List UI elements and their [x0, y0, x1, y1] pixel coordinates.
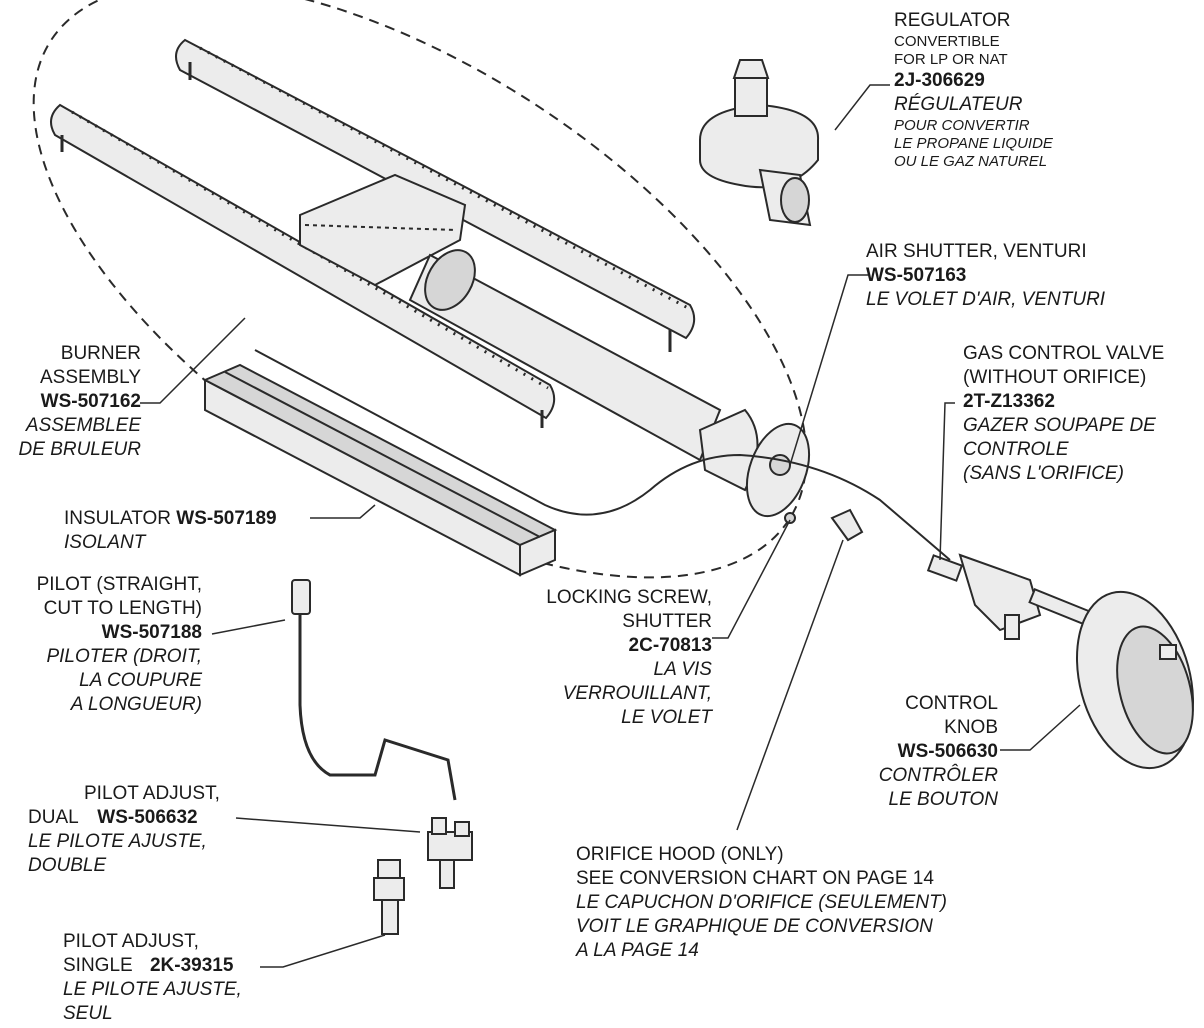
burner-part-number: WS-507162 [40, 391, 141, 412]
pilot-dual-french-2: DOUBLE [28, 855, 107, 876]
gas-valve-callout: GAS CONTROL VALVE (WITHOUT ORIFICE) 2T-Z… [963, 342, 1164, 486]
pilot-adjust-dual [427, 817, 473, 889]
pilot-single-french-2: SEUL [63, 1003, 113, 1024]
burner-french-2: DE BRULEUR [18, 439, 141, 460]
orifice-hood-note: SEE CONVERSION CHART ON PAGE 14 [576, 868, 934, 889]
control-knob-french-2: LE BOUTON [888, 789, 998, 810]
pilot-single-part-number: 2K-39315 [149, 955, 234, 976]
pilot-single-french-1: LE PILOTE AJUSTE, [63, 979, 242, 1000]
regulator-title: REGULATOR [894, 10, 1011, 31]
insulator-title: INSULATOR [64, 508, 171, 529]
control-knob-callout: CONTROL KNOB WS-506630 CONTRÔLER LE BOUT… [879, 692, 998, 812]
gas-valve-french-2: CONTROLE [963, 439, 1069, 460]
pilot-dual-line: DUAL WS-506632 [28, 806, 220, 830]
regulator-desc-1: CONVERTIBLE [894, 33, 1000, 50]
burner-front-tube [50, 103, 556, 428]
pilot-dual-title: PILOT ADJUST, [84, 783, 220, 804]
insulator-callout: INSULATOR WS-507189 ISOLANT [64, 507, 277, 555]
pilot-callout: PILOT (STRAIGHT, CUT TO LENGTH) WS-50718… [37, 573, 202, 717]
control-knob-french-1: CONTRÔLER [878, 765, 998, 786]
orifice-hood [830, 508, 864, 542]
burner-cross-bracket [299, 173, 467, 287]
control-knob-title-2: KNOB [944, 717, 998, 738]
control-knob-part-number: WS-506630 [897, 741, 998, 762]
pilot-single-callout: PILOT ADJUST, SINGLE 2K-39315 LE PILOTE … [63, 930, 242, 1026]
regulator-part-number: 2J-306629 [894, 70, 985, 91]
regulator-french-2: LE PROPANE LIQUIDE [894, 135, 1053, 152]
air-shutter-part-number: WS-507163 [866, 265, 967, 286]
insulator [202, 363, 558, 577]
gas-valve-french-3: (SANS L'ORIFICE) [963, 463, 1124, 484]
gas-valve-french-1: GAZER SOUPAPE DE [963, 415, 1156, 436]
orifice-hood-french-2: VOIT LE GRAPHIQUE DE CONVERSION [576, 916, 933, 937]
venturi-tube [408, 249, 811, 518]
burner-callout: BURNER ASSEMBLY WS-507162 ASSEMBLEE DE B… [19, 342, 141, 462]
burner-back-tube [175, 38, 696, 352]
pilot-single-type: SINGLE [63, 955, 133, 976]
gas-valve-subtitle: (WITHOUT ORIFICE) [963, 367, 1147, 388]
pilot-title-2: CUT TO LENGTH) [43, 598, 202, 619]
regulator-callout: REGULATOR CONVERTIBLE FOR LP OR NAT 2J-3… [894, 9, 1053, 171]
pilot-adjust-single [373, 859, 405, 935]
pilot-french-2: LA COUPURE [79, 670, 202, 691]
locking-screw-part-number: 2C-70813 [628, 635, 712, 656]
pilot-single-title: PILOT ADJUST, [63, 931, 199, 952]
pilot-part-number: WS-507188 [101, 622, 202, 643]
locking-screw-french-1: LA VIS [653, 659, 712, 680]
insulator-part-number: WS-507189 [176, 508, 277, 529]
regulator [699, 59, 820, 227]
regulator-french-3: OU LE GAZ NATUREL [894, 153, 1048, 170]
locking-screw-callout: LOCKING SCREW, SHUTTER 2C-70813 LA VIS V… [546, 586, 712, 730]
air-shutter-french: LE VOLET D'AIR, VENTURI [866, 289, 1106, 310]
regulator-desc-2: FOR LP OR NAT [894, 51, 1008, 68]
pilot-dual-part-number: WS-506632 [97, 807, 198, 828]
air-shutter-title: AIR SHUTTER, VENTURI [866, 241, 1087, 262]
pilot-tube [291, 579, 457, 801]
locking-screw-title-1: LOCKING SCREW, [546, 587, 712, 608]
pilot-french-1: PILOTER (DROIT, [46, 646, 202, 667]
orifice-hood-french-3: A LA PAGE 14 [576, 940, 699, 961]
locking-screw [784, 512, 796, 524]
locking-screw-french-2: VERROUILLANT, [562, 683, 712, 704]
orifice-hood-callout: ORIFICE HOOD (ONLY) SEE CONVERSION CHART… [576, 843, 947, 963]
locking-screw-title-2: SHUTTER [622, 611, 712, 632]
control-knob-title-1: CONTROL [905, 693, 998, 714]
pilot-title-1: PILOT (STRAIGHT, [36, 574, 202, 595]
pilot-dual-callout: PILOT ADJUST, DUAL WS-506632 LE PILOTE A… [28, 782, 220, 878]
burner-title-1: BURNER [60, 343, 141, 364]
air-shutter-callout: AIR SHUTTER, VENTURI WS-507163 LE VOLET … [866, 240, 1105, 312]
gas-valve-title: GAS CONTROL VALVE [963, 343, 1165, 364]
thermocouple-wire [254, 349, 951, 561]
control-knob [1075, 590, 1195, 770]
insulator-line: INSULATOR WS-507189 [64, 507, 277, 531]
burner-title-2: ASSEMBLY [39, 367, 141, 388]
locking-screw-french-3: LE VOLET [621, 707, 712, 728]
orifice-hood-title: ORIFICE HOOD (ONLY) [576, 844, 784, 865]
pilot-dual-french-1: LE PILOTE AJUSTE, [28, 831, 207, 852]
pilot-french-3: A LONGUEUR) [70, 694, 202, 715]
gas-valve-part-number: 2T-Z13362 [963, 391, 1055, 412]
pilot-single-line: SINGLE 2K-39315 [63, 954, 242, 978]
leader-lines [140, 84, 1081, 968]
regulator-french-title: RÉGULATEUR [894, 94, 1023, 115]
pilot-dual-type: DUAL [28, 807, 78, 828]
regulator-french-1: POUR CONVERTIR [894, 117, 1030, 134]
gas-control-valve [926, 553, 1092, 640]
orifice-hood-french-1: LE CAPUCHON D'ORIFICE (SEULEMENT) [576, 892, 948, 913]
insulator-french: ISOLANT [64, 532, 146, 553]
burner-french-1: ASSEMBLEE [25, 415, 141, 436]
